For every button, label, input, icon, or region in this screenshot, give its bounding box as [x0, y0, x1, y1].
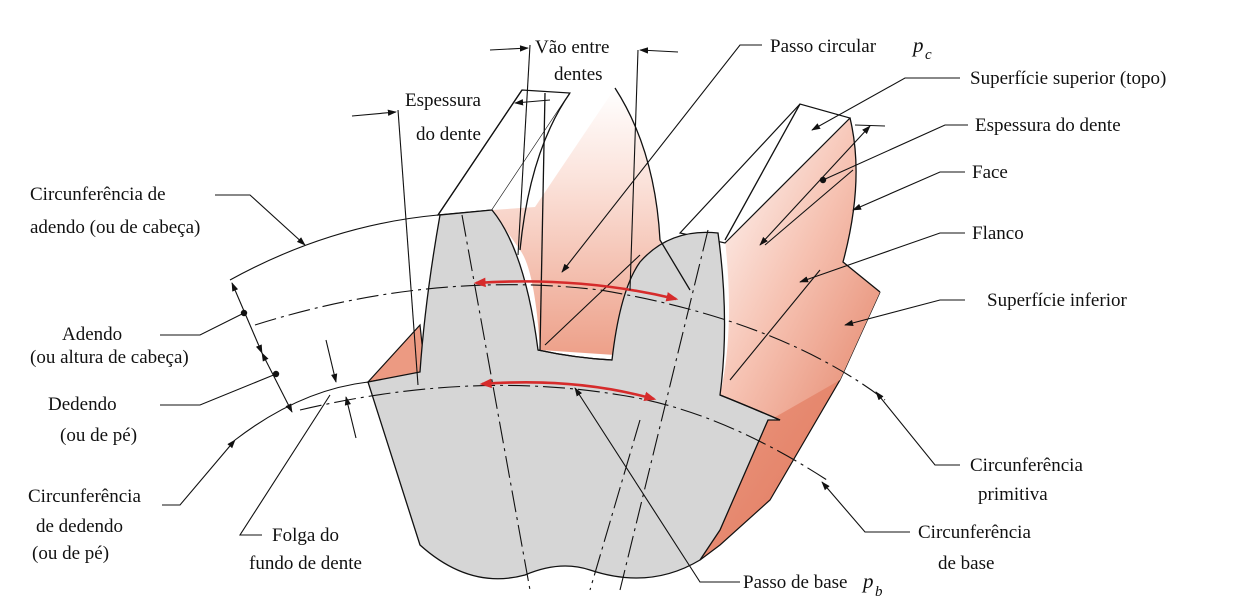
edge-left-tooth-back	[437, 89, 523, 216]
label-passo-base: Passo de base	[743, 572, 847, 593]
adendo-dim	[231, 282, 263, 354]
label-dedendo-1: Dedendo	[48, 394, 117, 415]
base-pitch-arrow	[479, 378, 657, 402]
vao-ext-right	[629, 49, 639, 291]
label-passo-circular: Passo circular	[770, 36, 877, 57]
esp-ext-left	[397, 109, 419, 386]
gear-body	[366, 87, 881, 591]
label-do-dente: do dente	[416, 124, 481, 145]
label-adendo-2: (ou altura de cabeça)	[30, 347, 189, 368]
adendo-leader	[160, 312, 245, 336]
circ-base-leader	[821, 481, 910, 533]
label-pc-sub: c	[925, 47, 932, 63]
passo-base-leader	[574, 387, 740, 583]
edge-bottom-mid	[539, 92, 546, 351]
edge-mid-tooth-left	[519, 92, 571, 251]
label-face: Face	[972, 162, 1008, 183]
dedendo-leader	[160, 373, 277, 406]
dedendo-dim	[261, 352, 293, 413]
centerline-pitch-top	[589, 419, 641, 591]
label-circ-base-1: Circunferência	[918, 522, 1031, 543]
label-folga-2: fundo de dente	[249, 553, 362, 574]
label-superficie-superior: Superfície superior (topo)	[970, 68, 1166, 89]
esp-right-dim	[759, 125, 871, 246]
pitch-circle	[254, 284, 886, 401]
esp-arrow-right	[514, 99, 551, 106]
label-pb-symbol: p	[861, 569, 874, 593]
edge-root-right	[719, 394, 781, 421]
label-circ-adendo-1: Circunferência de	[30, 184, 166, 205]
sup-superior-leader	[811, 77, 960, 131]
label-circ-dedendo-2: de dedendo	[36, 516, 123, 537]
leaders	[160, 44, 968, 583]
esp-right-dim-top	[854, 124, 886, 127]
centerline-right	[619, 229, 709, 591]
label-pc-symbol: p	[911, 33, 924, 57]
label-flanco: Flanco	[972, 223, 1024, 244]
addendum-circle	[229, 214, 439, 281]
label-circ-adendo-2: adendo (ou de cabeça)	[30, 217, 200, 238]
vao-ext-left	[517, 44, 531, 256]
label-circ-primitiva-2: primitiva	[978, 484, 1048, 505]
label-circ-dedendo-1: Circunferência	[28, 486, 141, 507]
adendo-dot	[240, 309, 248, 317]
labels: Vão entre dentes Espessura do dente Pass…	[28, 33, 1166, 600]
circles	[229, 214, 886, 483]
label-vao-entre: Vão entre	[535, 37, 609, 58]
circ-adendo-leader	[215, 194, 306, 246]
esp-arrow-left	[351, 109, 397, 117]
dedendo-dot	[272, 370, 280, 378]
label-dentes: dentes	[554, 64, 603, 85]
label-adendo-1: Adendo	[62, 324, 122, 345]
edge-root-mid	[537, 349, 613, 361]
circular-pitch-arrow	[473, 277, 679, 302]
vao-arrow-right	[639, 47, 679, 54]
passo-circular-leader	[561, 44, 762, 273]
label-dedendo-2: (ou de pé)	[60, 425, 137, 446]
label-circ-primitiva-1: Circunferência	[970, 455, 1083, 476]
label-espessura: Espessura	[405, 90, 482, 111]
face-leader	[852, 171, 965, 211]
label-pb-sub: b	[875, 584, 883, 600]
circ-primitiva-leader	[875, 391, 960, 466]
vao-arrow-left	[489, 45, 529, 52]
label-circ-base-2: de base	[938, 553, 994, 574]
label-superficie-inferior: Superfície inferior	[987, 290, 1127, 311]
flanco-leader	[799, 232, 965, 283]
sup-inferior-leader	[844, 299, 965, 326]
red-arrows	[473, 277, 679, 402]
folga-leader	[238, 394, 331, 536]
folga-ext-top	[325, 339, 338, 383]
label-circ-dedendo-3: (ou de pé)	[32, 543, 109, 564]
guide-right-tooth	[729, 269, 821, 381]
centerline-left	[461, 214, 531, 591]
label-espessura-do-dente-right: Espessura do dente	[975, 115, 1121, 136]
label-folga-1: Folga do	[272, 525, 339, 546]
folga-ext-bottom	[344, 396, 357, 439]
dedendum-circle	[234, 381, 369, 441]
base-circle	[299, 384, 831, 483]
circ-dedendo-leader	[162, 439, 236, 506]
